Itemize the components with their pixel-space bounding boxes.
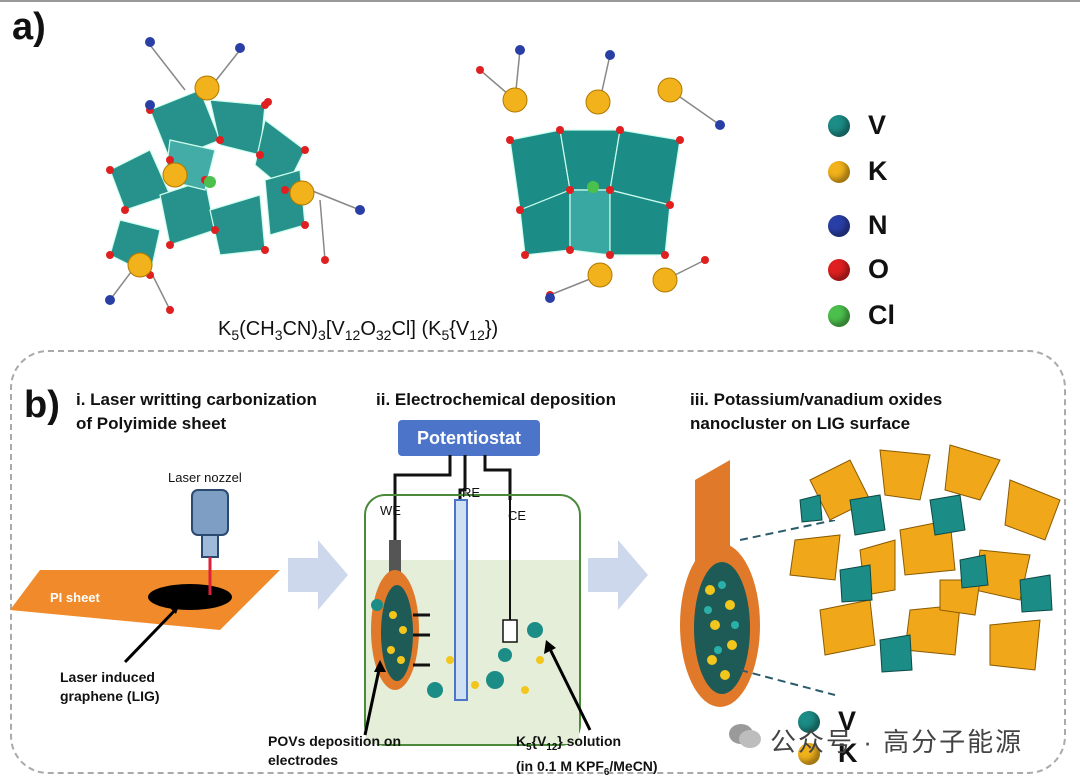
oxygen-atom-icon [828, 258, 850, 281]
lig-electrode-illustration [680, 460, 760, 707]
vanadium-atom-icon [798, 710, 820, 733]
step2-title: ii. Electrochemical deposition [376, 390, 616, 409]
bottom-legend-k: K [798, 738, 858, 769]
lig-arrow [123, 602, 182, 664]
potentiostat-box: Potentiostat [398, 420, 540, 456]
legend-n: N [828, 210, 888, 241]
electrochemical-cell [364, 455, 581, 746]
nitrogen-atom-icon [828, 214, 850, 237]
laser-nozzel-label: Laser nozzel [168, 470, 242, 485]
formula-label: K5(CH3CN)3[V12O32Cl] (K5{V12}) [218, 318, 499, 343]
watermark-text: 公众号 · 高分子能源 [770, 727, 1024, 757]
process-arrow-1 [288, 540, 348, 610]
potassium-atom-icon [828, 160, 850, 183]
panel-a-tag: a) [12, 6, 46, 48]
bottom-legend-v: V [798, 706, 856, 737]
potassium-atom-icon [798, 742, 820, 765]
process-arrow-2 [588, 540, 648, 610]
top-border [0, 0, 1080, 2]
v12-cluster-right [476, 45, 725, 303]
v12-cluster-left [105, 37, 365, 314]
panel-b-tag: b) [24, 384, 60, 426]
solution-label: K5{V12} solution (in 0.1 M KPF6/MeCN) [516, 733, 658, 778]
pi-sheet-label: PI sheet [50, 590, 100, 605]
solution-arrow [544, 640, 592, 731]
re-label: RE [462, 485, 481, 500]
legend-cl: Cl [828, 300, 895, 331]
legend-v: V [828, 110, 886, 141]
k-v-oxide-network [789, 444, 1061, 673]
we-label: WE [380, 503, 401, 518]
legend-k: K [828, 156, 888, 187]
ce-label: CE [508, 508, 527, 523]
povs-arrow [363, 660, 386, 736]
legend-o: O [828, 254, 889, 285]
chlorine-atom-icon [828, 304, 850, 327]
zoom-lines [740, 520, 836, 696]
wechat-icon [728, 722, 762, 750]
laser-writing-illustration [10, 489, 280, 630]
vanadium-atom-icon [828, 114, 850, 137]
panel-b-frame [10, 350, 1066, 774]
